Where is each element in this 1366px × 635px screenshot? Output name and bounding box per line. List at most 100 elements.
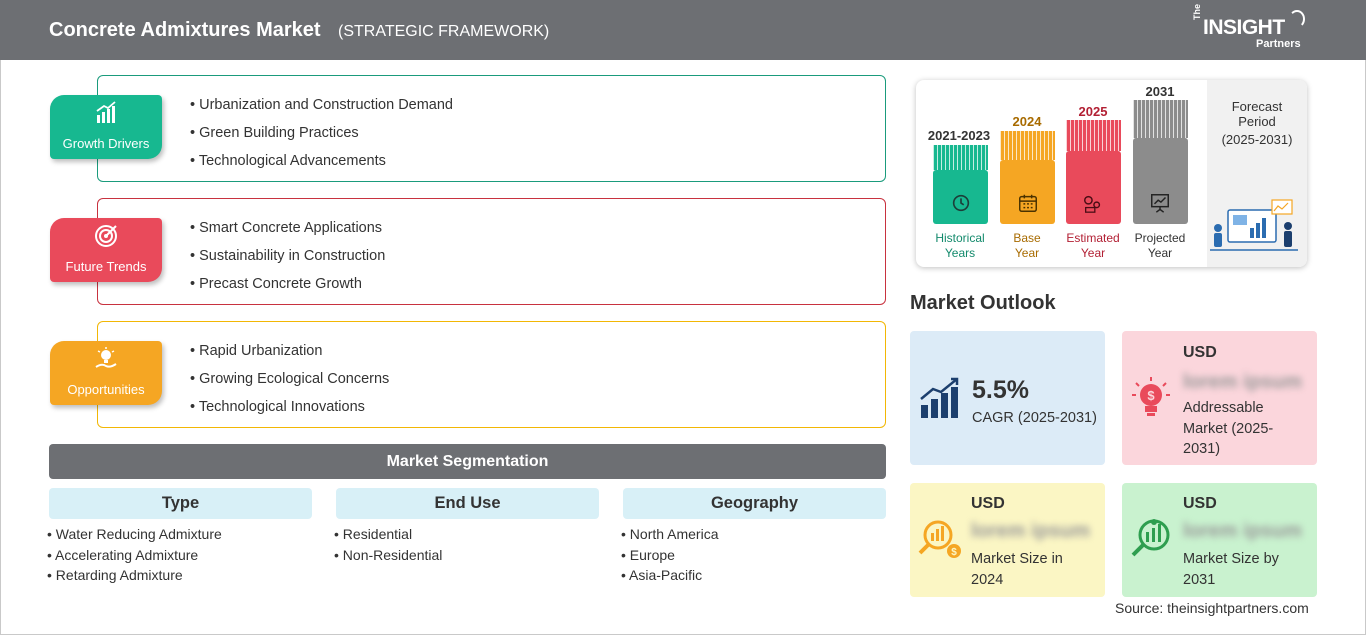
list-item: North America [621, 524, 719, 545]
analyst-dashboard-icon [1210, 199, 1298, 251]
logo-the: The [1192, 3, 1202, 20]
size-2024-label: Market Size in 2024 [971, 551, 1063, 588]
forecast-period-text: Forecast Period (2025-2031) [1209, 99, 1305, 147]
logo-insight: INSIGHT [1203, 16, 1285, 39]
growth-drivers-tag: Growth Drivers [50, 95, 162, 159]
list-item: Technological Advancements [190, 152, 453, 180]
magnifier-dollar-icon: $ [918, 520, 961, 558]
timeline-bar-historical [933, 170, 988, 224]
forecast-range: (2025-2031) [1221, 132, 1293, 147]
segment-type-header: Type [49, 488, 312, 519]
magnifier-chart-icon [1131, 519, 1170, 557]
list-item: Accelerating Admixture [47, 545, 222, 566]
opportunities-label: Opportunities [67, 382, 145, 397]
market-outlook-title: Market Outlook [910, 292, 1056, 314]
growth-drivers-list: Urbanization and Construction Demand Gre… [190, 96, 453, 180]
source-text: Source: theinsightpartners.com [1115, 600, 1309, 616]
future-trends-label: Future Trends [65, 259, 147, 274]
timeline-bar-stripes [933, 145, 988, 170]
timeline-label-historical: Historical Years [925, 231, 995, 261]
list-item: Water Reducing Admixture [47, 524, 222, 545]
size-2024-value: lorem ipsum [971, 520, 1090, 542]
timeline-label-projected: Projected Year [1125, 231, 1195, 261]
size-2031-value: lorem ipsum [1183, 520, 1302, 542]
clock-history-icon [952, 194, 970, 212]
size-2024-currency: USD [971, 495, 1005, 512]
timeline-label-line: Estimated [1066, 231, 1120, 245]
timeline-label-line: Base [1013, 231, 1041, 245]
timeline-year-estimated: 2025 [1078, 104, 1108, 119]
list-item: Smart Concrete Applications [190, 219, 385, 247]
segment-geography-header: Geography [623, 488, 886, 519]
timeline-label-line: Year [1147, 246, 1173, 260]
timeline-bar-stripes [1066, 120, 1121, 151]
segment-geography-list: North America Europe Asia-Pacific [621, 524, 719, 586]
opportunities-box: Rapid Urbanization Growing Ecological Co… [97, 321, 886, 428]
segment-end-use-list: Residential Non-Residential [334, 524, 443, 566]
list-item: Sustainability in Construction [190, 247, 385, 275]
size-2031-currency: USD [1183, 495, 1217, 512]
list-item: Rapid Urbanization [190, 342, 389, 370]
forecast-line: Period [1238, 114, 1276, 129]
lightbulb-hand-icon [95, 347, 117, 368]
logo-partners: Partners [1256, 38, 1301, 50]
addressable-market-card: $ USD lorem ipsum Addressable Market (20… [1122, 331, 1317, 465]
svg-text:$: $ [1147, 388, 1155, 403]
target-icon [95, 225, 117, 247]
market-segmentation-header: Market Segmentation [49, 444, 886, 479]
lightbulb-dollar-icon: $ [1132, 377, 1170, 416]
timeline-year-historical: 2021-2023 [927, 128, 991, 143]
list-item: Retarding Admixture [47, 565, 222, 586]
addressable-value: lorem ipsum [1183, 371, 1302, 393]
list-item: Precast Concrete Growth [190, 275, 385, 303]
market-size-2031-card: USD lorem ipsum Market Size by 2031 [1122, 483, 1317, 597]
page-subtitle: (STRATEGIC FRAMEWORK) [338, 23, 550, 40]
insight-partners-logo[interactable]: The INSIGHT Partners [1190, 4, 1310, 54]
timeline-bar-stripes [1133, 100, 1188, 138]
presentation-chart-icon [1151, 194, 1169, 213]
timeline-bar-base [1000, 160, 1055, 224]
list-item: Asia-Pacific [621, 565, 719, 586]
list-item: Non-Residential [334, 545, 443, 566]
market-size-2024-card: $ USD lorem ipsum Market Size in 2024 [910, 483, 1105, 597]
list-item: Residential [334, 524, 442, 545]
timeline-label-estimated: Estimated Year [1058, 231, 1128, 261]
future-trends-list: Smart Concrete Applications Sustainabili… [190, 219, 385, 303]
segment-type-list: Water Reducing Admixture Accelerating Ad… [47, 524, 222, 586]
svg-text:$: $ [951, 547, 957, 558]
growth-chart-icon [920, 377, 959, 418]
gears-money-icon [1084, 195, 1101, 213]
header-bar: Concrete Admixtures Market (STRATEGIC FR… [0, 0, 1366, 60]
calendar-icon [1019, 194, 1037, 212]
future-trends-box: Smart Concrete Applications Sustainabili… [97, 198, 886, 305]
growth-drivers-box: Urbanization and Construction Demand Gre… [97, 75, 886, 182]
timeline-label-line: Year [1014, 246, 1040, 260]
list-item: Green Building Practices [190, 124, 453, 152]
list-item: Urbanization and Construction Demand [190, 96, 453, 124]
timeline-bar-stripes [1000, 131, 1055, 160]
list-item: Technological Innovations [190, 398, 389, 426]
timeline-label-line: Years [944, 246, 976, 260]
opportunities-list: Rapid Urbanization Growing Ecological Co… [190, 342, 389, 426]
addressable-currency: USD [1183, 344, 1217, 361]
opportunities-tag: Opportunities [50, 341, 162, 405]
future-trends-tag: Future Trends [50, 218, 162, 282]
timeline-label-line: Historical [935, 231, 985, 245]
logo-arc-icon [1289, 10, 1305, 28]
addressable-label: Addressable Market (2025-2031) [1183, 400, 1274, 457]
list-item: Growing Ecological Concerns [190, 370, 389, 398]
timeline-year-base: 2024 [1012, 114, 1042, 129]
timeline-label-line: Year [1080, 246, 1106, 260]
segment-end-use-header: End Use [336, 488, 599, 519]
cagr-label: CAGR (2025-2031) [972, 410, 1097, 426]
forecast-line: Forecast [1231, 99, 1283, 114]
cagr-card: 5.5% CAGR (2025-2031) [910, 331, 1105, 465]
timeline-year-projected: 2031 [1145, 84, 1175, 99]
size-2031-label: Market Size by 2031 [1183, 551, 1279, 588]
timeline-label-base: Base Year [992, 231, 1062, 261]
bar-chart-growth-icon [96, 101, 116, 123]
timeline-label-line: Projected [1134, 231, 1186, 245]
cagr-value: 5.5% [972, 376, 1029, 404]
list-item: Europe [621, 545, 719, 566]
page-title: Concrete Admixtures Market [49, 19, 321, 41]
